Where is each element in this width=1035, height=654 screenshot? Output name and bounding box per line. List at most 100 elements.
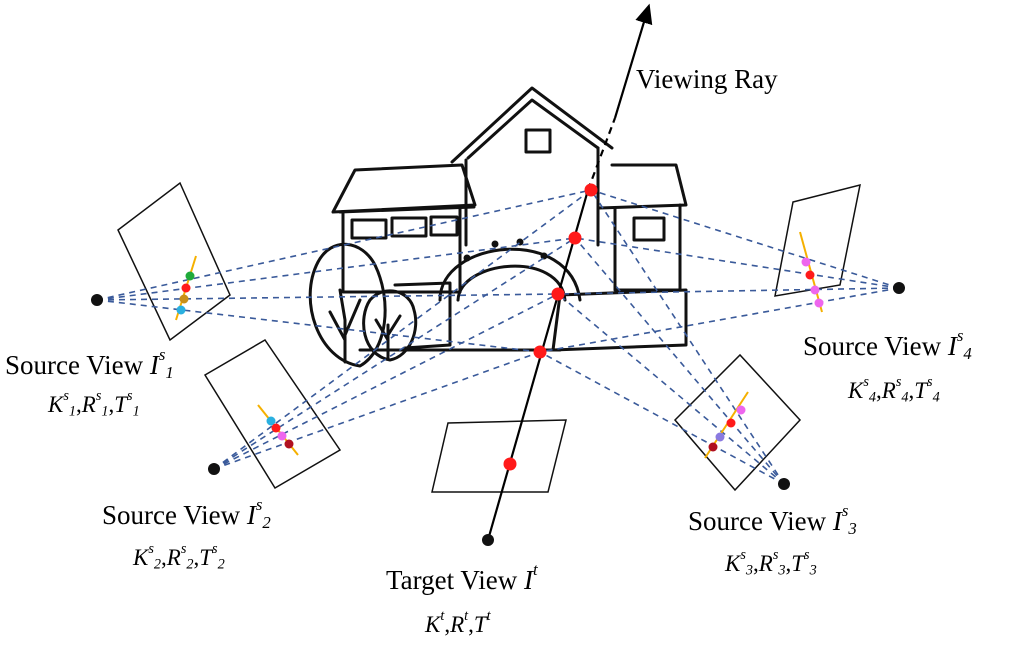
param-sup: s: [180, 540, 187, 557]
param-sup: s: [772, 546, 779, 563]
right-window: [632, 216, 666, 242]
param-separator: ,: [193, 545, 200, 570]
source-view-1-sub: 1: [165, 363, 174, 383]
source-view-3-sup: s: [841, 500, 849, 520]
s2-darkred: [284, 439, 294, 449]
arch-dot-3: [540, 252, 548, 260]
s2-cyan: [266, 416, 276, 426]
param-sub: 3: [809, 562, 817, 579]
left-window-1: [350, 218, 388, 240]
viewing-ray: [486, 3, 653, 541]
camera-center-target: [482, 534, 494, 546]
ray-dashed: [586, 117, 617, 191]
ray-solid: [486, 189, 590, 541]
param-symbol: R: [81, 392, 96, 417]
s2-pink: [277, 431, 287, 441]
source-view-4-symbol: I: [947, 331, 957, 361]
projection-lines: [96, 189, 900, 485]
target-view-params: Kt,Rt,Tt: [425, 609, 491, 637]
target-pixel: [503, 457, 517, 471]
param-sub: 1: [132, 403, 140, 420]
s2-red: [271, 423, 281, 433]
param-sup: s: [212, 540, 218, 557]
param-separator: ,: [908, 378, 915, 403]
tower-roof-inner: [466, 98, 600, 160]
param-sup: s: [63, 387, 69, 404]
target-view-plane: [431, 419, 567, 493]
source-view-1-params: Ks1,Rs1,Ts1: [48, 389, 140, 419]
right-fence: [551, 288, 688, 352]
param-symbol: K: [133, 545, 149, 570]
param-symbol: K: [725, 551, 741, 576]
projection-line-cam4-pt1: [590, 189, 900, 289]
s4-red: [805, 270, 815, 280]
arch-dot-1: [491, 240, 499, 248]
source-view-4-plane: [774, 183, 861, 297]
tree-small-branch: [374, 314, 402, 360]
param-symbol: K: [425, 612, 441, 637]
param-sub: 2: [186, 556, 194, 573]
projection-line-cam1-pt3: [96, 293, 559, 301]
s3-darkred: [708, 442, 718, 452]
source-view-3-title-text: Source View: [688, 506, 827, 536]
param-separator: ,: [785, 551, 792, 576]
ray-arrow: [613, 3, 653, 119]
right-roof: [598, 163, 688, 210]
right-wall: [613, 203, 682, 292]
projection-line-cam2-pt4: [213, 351, 541, 470]
camera-center-source-1: [91, 294, 103, 306]
source-view-3-params: Ks3,Rs3,Ts3: [725, 548, 817, 578]
s3-purple: [715, 432, 725, 442]
s4-pink-2: [810, 285, 820, 295]
source-view-1-title: Source View Is1: [5, 346, 174, 383]
source-view-3-sub: 3: [848, 519, 857, 539]
s1-cyan: [176, 305, 186, 315]
param-sub: 4: [932, 389, 940, 406]
param-sup: s: [127, 387, 133, 404]
param-separator: ,: [468, 612, 474, 637]
projection-line-cam4-pt4: [539, 287, 900, 353]
param-sub: 2: [217, 556, 225, 573]
param-sub: 2: [153, 556, 162, 573]
target-view-title: Target View It: [386, 561, 538, 594]
param-sub: 4: [868, 389, 877, 406]
param-separator: ,: [108, 392, 115, 417]
param-separator: ,: [444, 612, 451, 637]
param-sup: t: [486, 607, 491, 624]
ray-sample-1: [584, 183, 598, 197]
source-view-4-title: Source View Is4: [803, 327, 972, 364]
viewing-ray-label: Viewing Ray: [636, 64, 778, 94]
source-view-2-sub: 2: [262, 513, 271, 533]
source-view-4-sub: 4: [963, 344, 972, 364]
param-sup: s: [148, 540, 154, 557]
param-sub: 3: [745, 562, 754, 579]
source-view-2-title-text: Source View: [102, 500, 241, 530]
source-view-1-title-text: Source View: [5, 350, 144, 380]
projection-line-cam3-pt4: [539, 351, 785, 485]
source-view-3-title: Source View Is3: [688, 502, 857, 539]
s3-red: [726, 418, 736, 428]
left-roof: [331, 163, 477, 214]
param-symbol: T: [791, 551, 805, 576]
source-view-2-title: Source View Is2: [102, 496, 271, 533]
source-view-3-plane: [673, 353, 802, 492]
projection-line-cam3-pt3: [557, 293, 785, 485]
param-separator: ,: [161, 545, 167, 570]
source-view-1-plane: [117, 181, 231, 342]
param-sup: s: [95, 387, 102, 404]
projection-line-cam4-pt3: [557, 287, 900, 295]
s4-pink-3: [814, 298, 824, 308]
s1-orange: [179, 294, 189, 304]
param-symbol: T: [199, 545, 213, 570]
tree-big-branch: [328, 288, 362, 364]
arch-inner: [456, 264, 567, 302]
source-view-4-params: Ks4,Rs4,Ts4: [848, 375, 940, 405]
param-sup: s: [895, 373, 902, 390]
param-symbol: R: [166, 545, 181, 570]
house-sketch: [308, 86, 688, 368]
param-sub: 1: [68, 403, 77, 420]
source-view-3-symbol: I: [832, 506, 842, 536]
projection-line-cam2-pt3: [213, 293, 559, 470]
